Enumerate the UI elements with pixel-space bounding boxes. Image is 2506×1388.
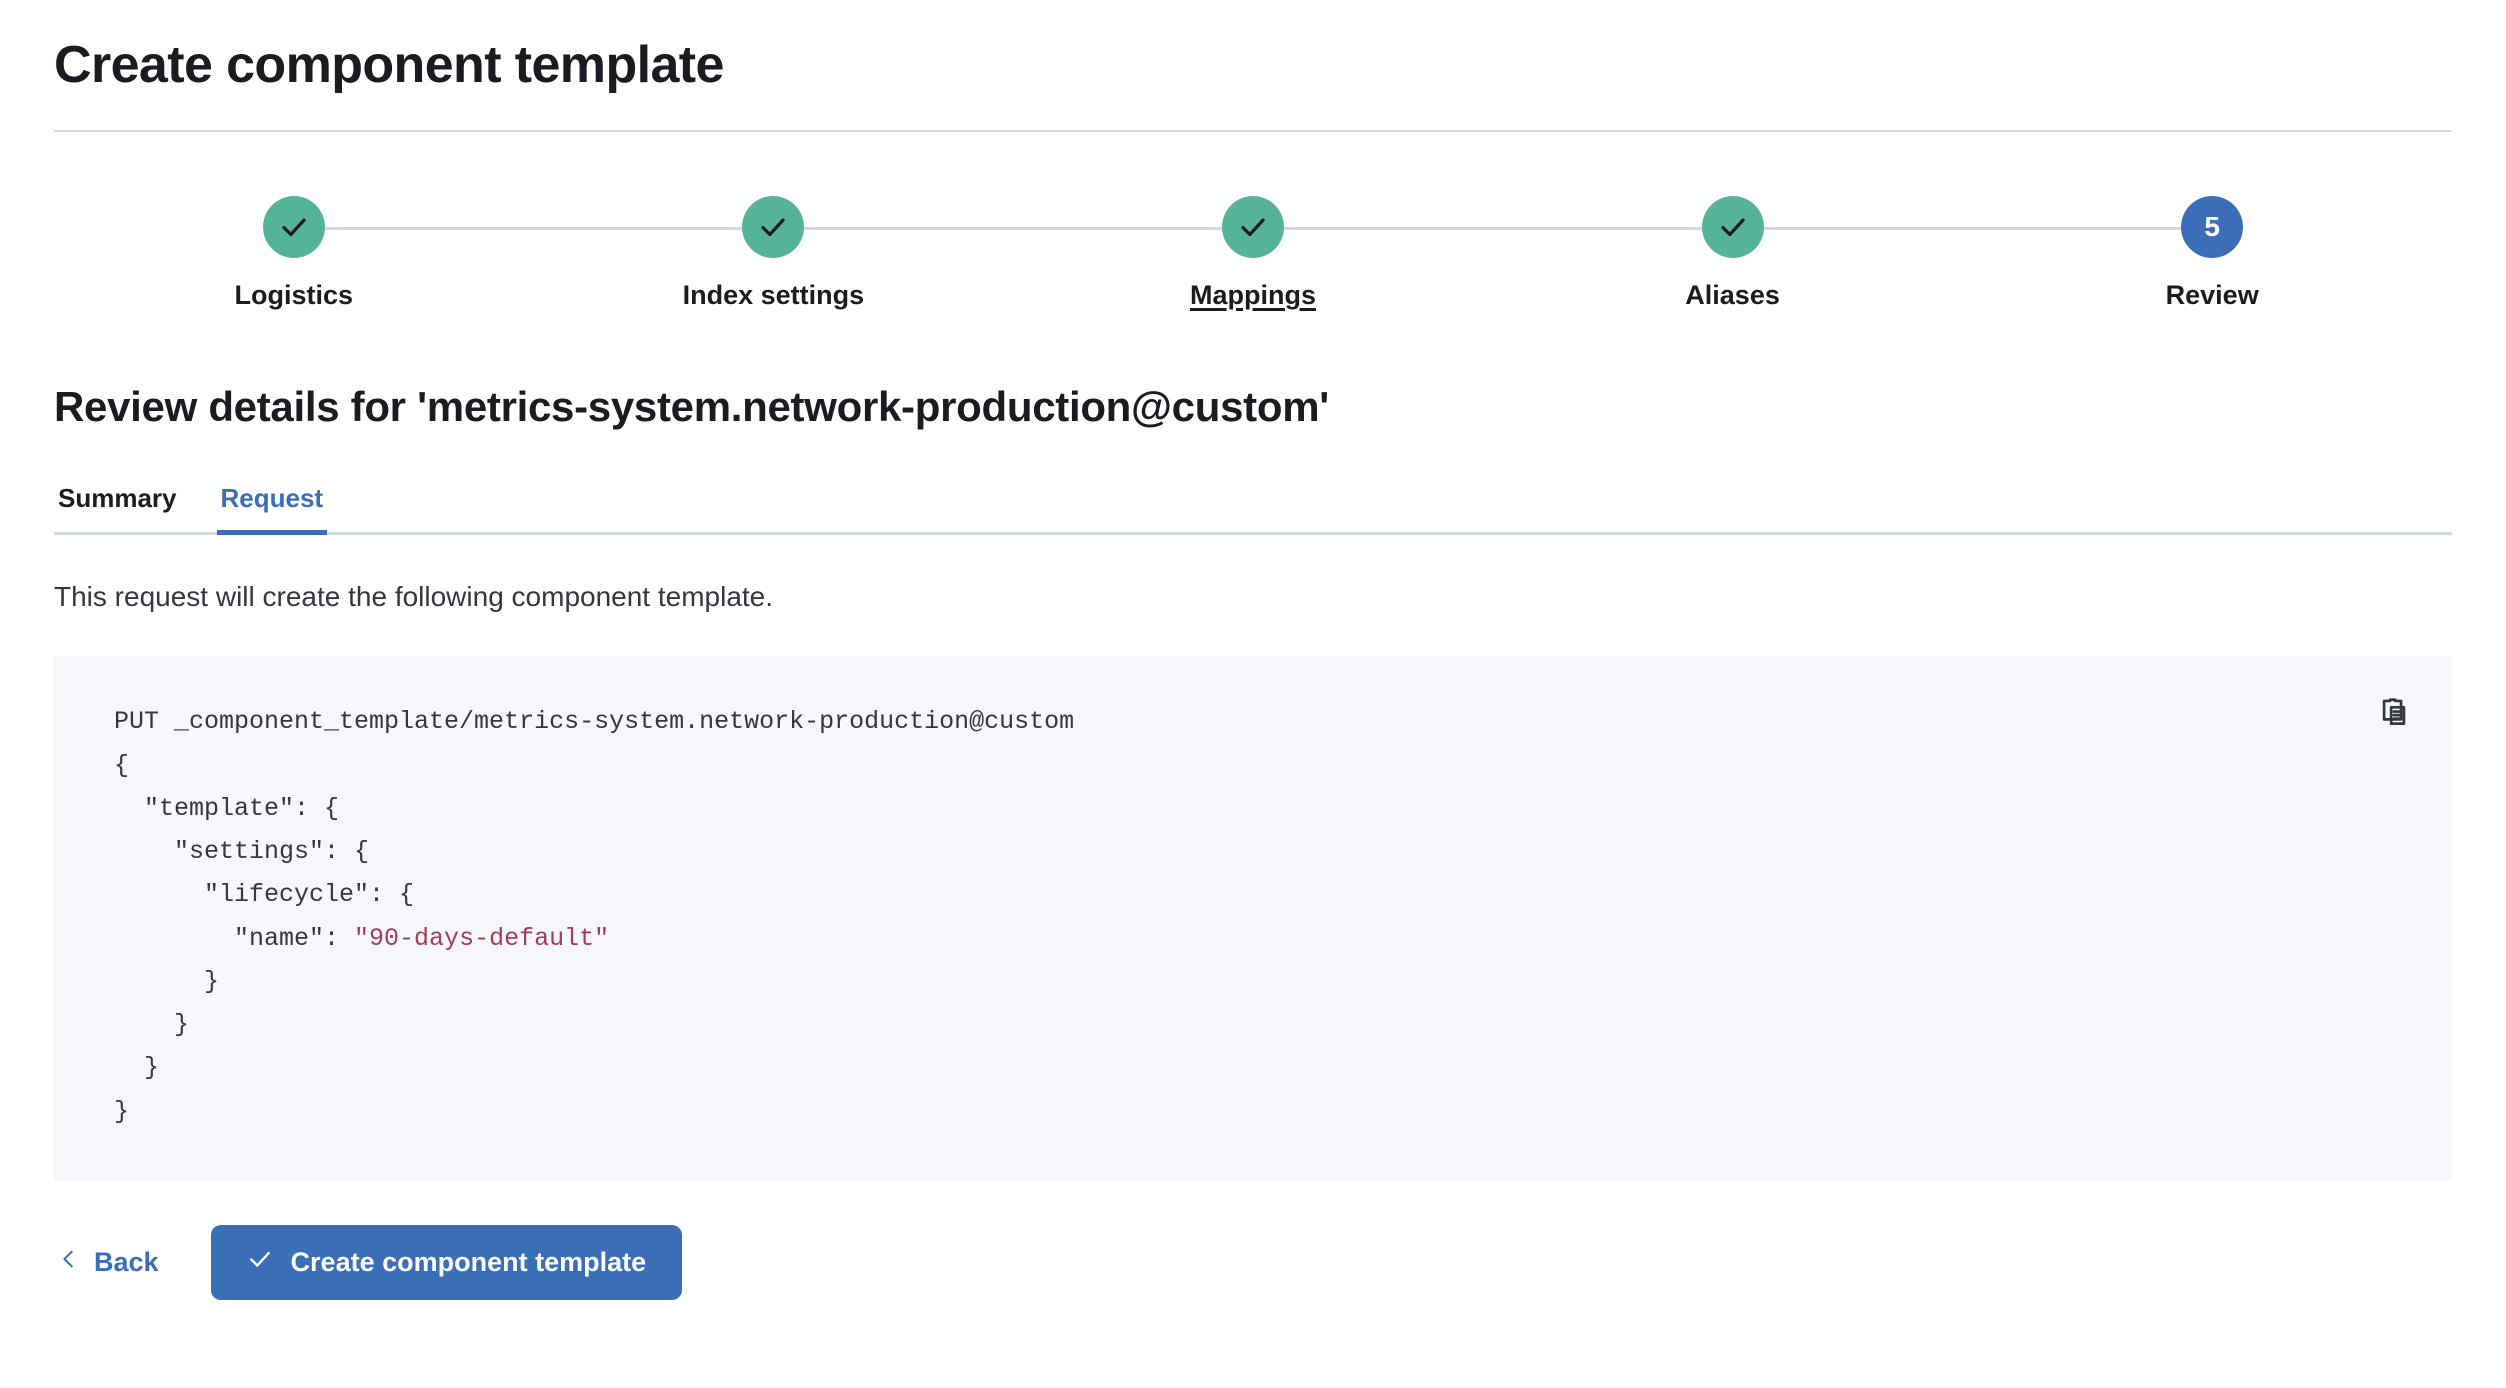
step-review[interactable]: 5 Review xyxy=(1972,196,2452,311)
chevron-left-icon xyxy=(58,1246,80,1279)
wizard-footer: Back Create component template xyxy=(54,1224,2452,1300)
step-label-aliases[interactable]: Aliases xyxy=(1685,280,1780,311)
page-title: Create component template xyxy=(54,36,724,94)
check-icon xyxy=(1718,212,1748,242)
step-status-circle xyxy=(1701,196,1764,259)
tab-request[interactable]: Request xyxy=(216,479,328,536)
back-button-label: Back xyxy=(94,1246,159,1277)
back-button[interactable]: Back xyxy=(54,1240,163,1285)
step-index-settings[interactable]: Index settings xyxy=(534,196,1014,311)
step-aliases[interactable]: Aliases xyxy=(1493,196,1973,311)
check-icon xyxy=(1238,212,1268,242)
step-label-index-settings[interactable]: Index settings xyxy=(682,280,865,311)
header-divider xyxy=(54,130,2452,133)
step-status-circle xyxy=(1221,196,1284,259)
request-code-panel: PUT _component_template/metrics-system.n… xyxy=(54,656,2452,1181)
step-label-logistics[interactable]: Logistics xyxy=(234,280,354,311)
step-label-review[interactable]: Review xyxy=(2165,280,2259,311)
step-logistics[interactable]: Logistics xyxy=(54,196,534,311)
step-status-circle xyxy=(742,196,805,259)
create-component-template-button[interactable]: Create component template xyxy=(210,1224,683,1300)
copy-to-clipboard-button[interactable] xyxy=(2372,692,2416,736)
code-suffix: } } } } xyxy=(114,966,220,1126)
check-icon xyxy=(758,212,788,242)
create-button-label: Create component template xyxy=(290,1246,647,1277)
wizard-stepper: Logistics Index settings Mapping xyxy=(54,196,2452,311)
request-code-block: PUT _component_template/metrics-system.n… xyxy=(114,700,2392,1133)
request-description: This request will create the following c… xyxy=(54,581,774,613)
copy-icon xyxy=(2377,696,2411,733)
tab-summary[interactable]: Summary xyxy=(54,479,181,532)
code-string-value: "90-days-default" xyxy=(354,923,610,953)
step-mappings[interactable]: Mappings xyxy=(1013,196,1493,311)
code-prefix: PUT _component_template/metrics-system.n… xyxy=(114,707,1075,953)
page-header: Create component template xyxy=(0,0,2506,94)
step-number-label: 5 xyxy=(2204,211,2220,243)
check-icon xyxy=(247,1246,273,1279)
step-status-circle xyxy=(262,196,325,259)
review-details-heading: Review details for 'metrics-system.netwo… xyxy=(54,383,1329,431)
step-label-mappings[interactable]: Mappings xyxy=(1189,280,1316,311)
review-tabs: Summary Request xyxy=(54,479,2452,536)
step-status-circle-current: 5 xyxy=(2181,196,2244,259)
check-icon xyxy=(279,212,309,242)
